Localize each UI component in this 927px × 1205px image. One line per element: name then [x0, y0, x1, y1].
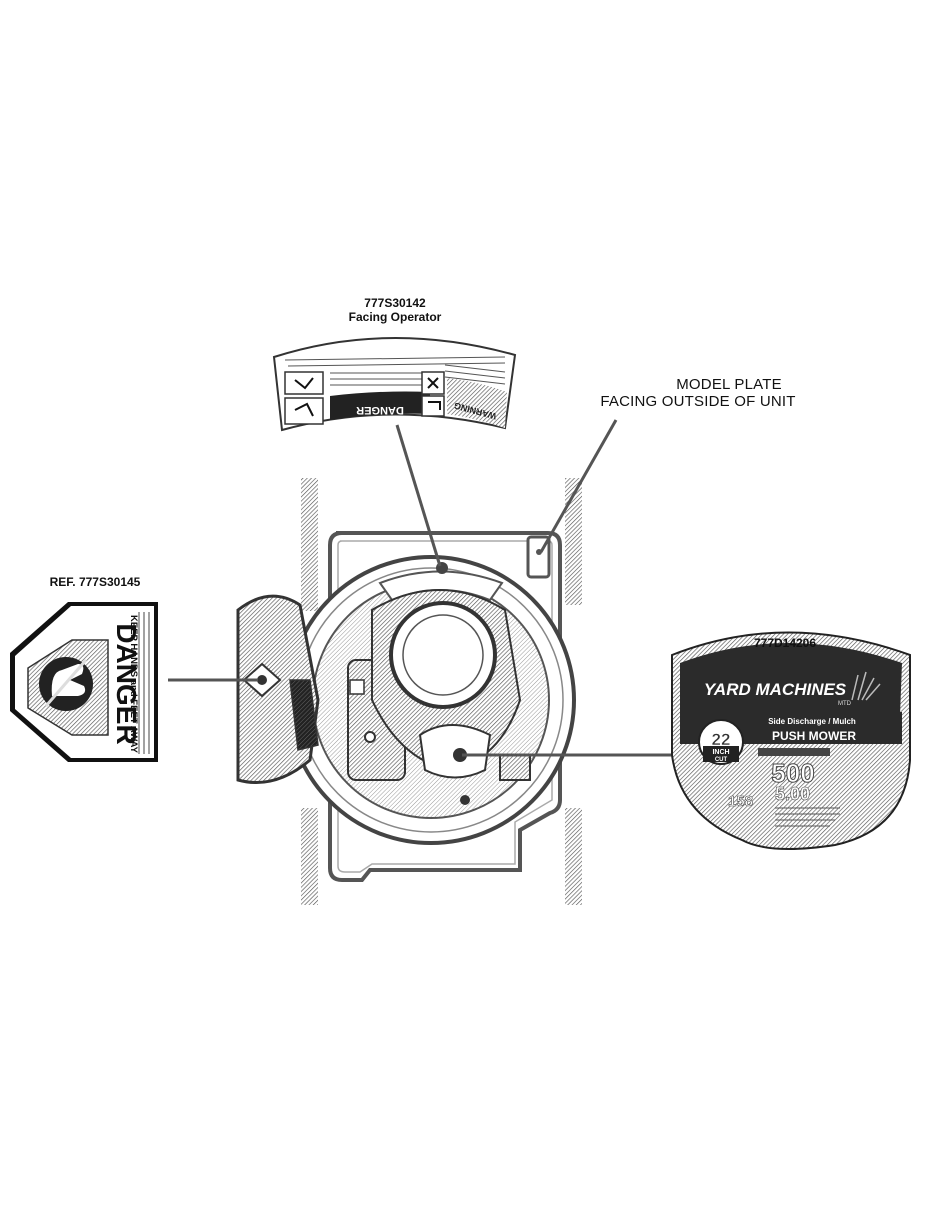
leader-operator-decal [395, 424, 442, 567]
deck-size: 22 [712, 730, 731, 749]
model-plate-placement-note: FACING OUTSIDE OF UNIT [600, 393, 796, 410]
torque-value: 5.00 [775, 784, 810, 804]
deck-inner-line [337, 540, 553, 873]
model-plate-label: MODEL PLATE [676, 376, 782, 393]
brand-decal-callout: 777D14206 [753, 636, 817, 650]
displacement-value: 158 [728, 793, 753, 810]
series-number: 500 [771, 758, 814, 788]
model-plate-callout: MODEL PLATE FACING OUTSIDE OF UNIT [548, 376, 848, 410]
wheel-rear-left [301, 478, 318, 611]
wheel-front-left [301, 808, 318, 905]
deck-unit-cut: CUT [715, 757, 728, 763]
operator-decal-part-number: 777S30142 [364, 296, 426, 310]
wheel-rear-right [565, 478, 582, 605]
brand-name: YARD MACHINES [704, 680, 847, 699]
danger-decal-heading: DANGER [111, 623, 142, 744]
leader-model-plate [539, 419, 618, 553]
danger-decal: DANGER KEEP HANDS and FEET AWAY [10, 602, 158, 762]
grass-icon [851, 671, 881, 701]
product-name: PUSH MOWER [772, 729, 856, 743]
deck-unit-inch: INCH [712, 749, 729, 756]
product-type: Side Discharge / Mulch [768, 717, 856, 726]
brand-maker: MTD [838, 701, 852, 707]
danger-decal-callout: REF. 777S30145 [49, 575, 141, 589]
operator-decal-danger-heading: DANGER [356, 404, 404, 416]
engine [347, 589, 531, 805]
danger-decal-subheading: KEEP HANDS and FEET AWAY [128, 615, 139, 754]
operator-decal-callout: 777S30142 Facing Operator [320, 296, 470, 324]
operator-decal-placement-note: Facing Operator [348, 310, 442, 324]
brand-decal: YARD MACHINES MTD Side Discharge / Mulch… [671, 631, 911, 850]
wheel-front-right [565, 808, 582, 905]
operator-decal: DANGER WARNING [272, 337, 517, 432]
